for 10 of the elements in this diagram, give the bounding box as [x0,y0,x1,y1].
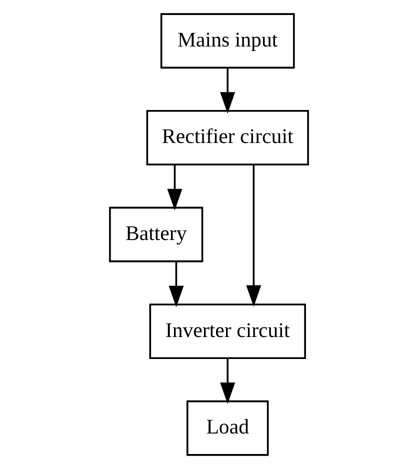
node-box: Inverter circuit [148,304,306,359]
node-box: Rectifier circuit [146,110,308,166]
arrow [220,68,235,114]
arrow [168,261,184,308]
arrow [220,358,235,404]
node-box: Battery [108,206,203,262]
node-box: Load [186,400,268,456]
arrow [246,164,261,307]
node-box: Mains input [160,13,294,69]
arrow [166,164,182,210]
